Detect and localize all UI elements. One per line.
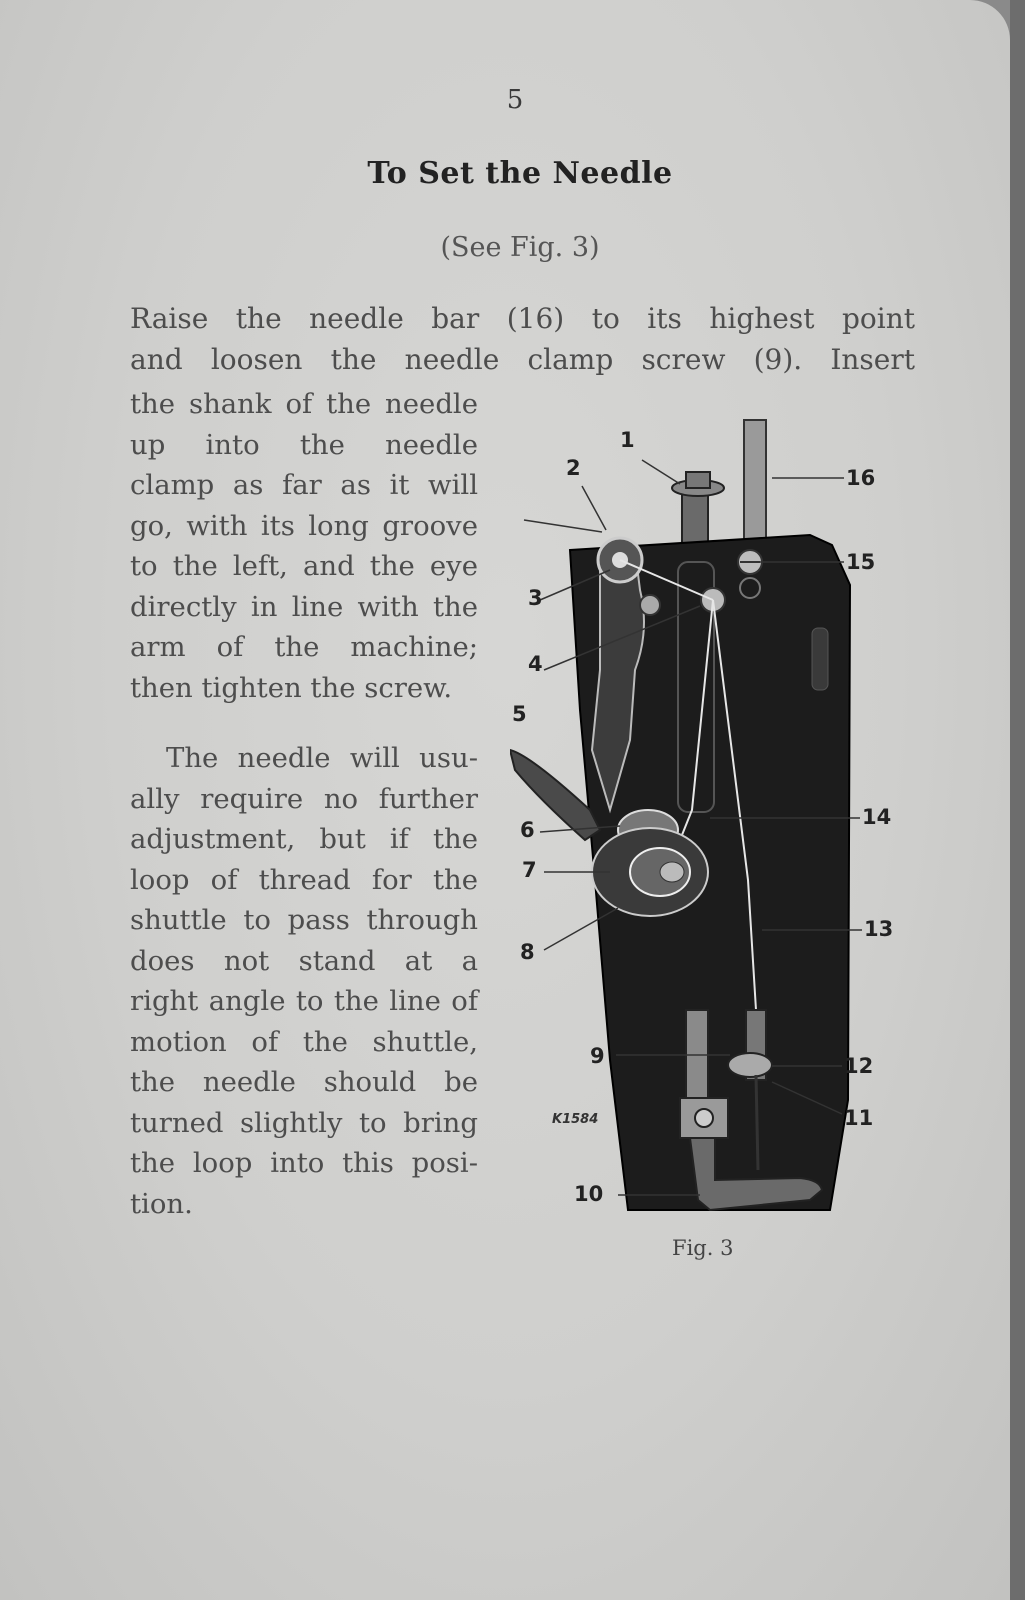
figure-3-illustration: 1 2 3 4 5 6 7 8 9 10 11 12 13 14 15 16: [510, 410, 920, 1240]
callout-9: 9: [590, 1044, 605, 1068]
text-line: loop of thread for the: [130, 863, 478, 896]
text-line: then tighten the screw.: [130, 671, 453, 704]
figure-reference: (See Fig. 3): [440, 232, 600, 263]
callout-1: 1: [620, 428, 635, 452]
text-line: does not stand at a: [130, 944, 478, 977]
callout-3: 3: [528, 586, 543, 610]
text-line: adjustment, but if the: [130, 823, 478, 855]
machine-head-drawing: [510, 419, 862, 1212]
callout-12: 12: [844, 1054, 874, 1078]
callout-11: 11: [844, 1106, 874, 1130]
figure-caption: Fig. 3: [672, 1236, 734, 1260]
text-line: go, with its long groove: [130, 509, 478, 542]
page-number: 5: [506, 85, 524, 115]
figure-stamp: K1584: [552, 1112, 599, 1127]
callout-14: 14: [862, 805, 892, 829]
text-line: ally require no further: [130, 782, 478, 815]
page-edge: [1010, 0, 1025, 1600]
text-line: right angle to the line of: [130, 985, 478, 1017]
callout-10: 10: [574, 1182, 604, 1206]
callout-16: 16: [846, 466, 876, 490]
section-title: To Set the Needle: [367, 156, 673, 191]
text-line: turned slightly to bring: [130, 1106, 478, 1139]
callout-15: 15: [846, 550, 876, 574]
callout-7: 7: [522, 858, 537, 882]
callout-13: 13: [864, 917, 894, 941]
text-line: the loop into this posi-: [130, 1147, 478, 1179]
text-line: motion of the shuttle,: [130, 1025, 478, 1058]
text-line: the shank of the needle: [130, 388, 478, 420]
text-line: and loosen the needle clamp screw (9). I…: [130, 343, 915, 376]
callout-5: 5: [512, 702, 527, 726]
text-line: clamp as far as it will: [130, 469, 478, 501]
paragraph-intro: Raise the needle bar (16) to its highest…: [130, 298, 915, 380]
callout-2: 2: [566, 456, 581, 480]
text-line: up into the needle: [130, 428, 478, 461]
paragraph-1-column: the shank of the needle up into the need…: [130, 384, 478, 708]
text-line: the needle should be: [130, 1066, 478, 1098]
text-line: The needle will usu-: [166, 742, 478, 774]
text-line: to the left, and the eye: [130, 550, 478, 582]
text-line: arm of the machine;: [130, 631, 478, 663]
text-line: Raise the needle bar (16) to its highest…: [130, 302, 915, 335]
text-line: tion.: [130, 1187, 193, 1220]
text-line: directly in line with the: [130, 590, 478, 623]
callout-4: 4: [528, 652, 543, 676]
callout-6: 6: [520, 818, 535, 842]
paragraph-2: The needle will usu- ally require no fur…: [130, 738, 478, 1224]
text-line: shuttle to pass through: [130, 904, 478, 936]
callout-8: 8: [520, 940, 535, 964]
